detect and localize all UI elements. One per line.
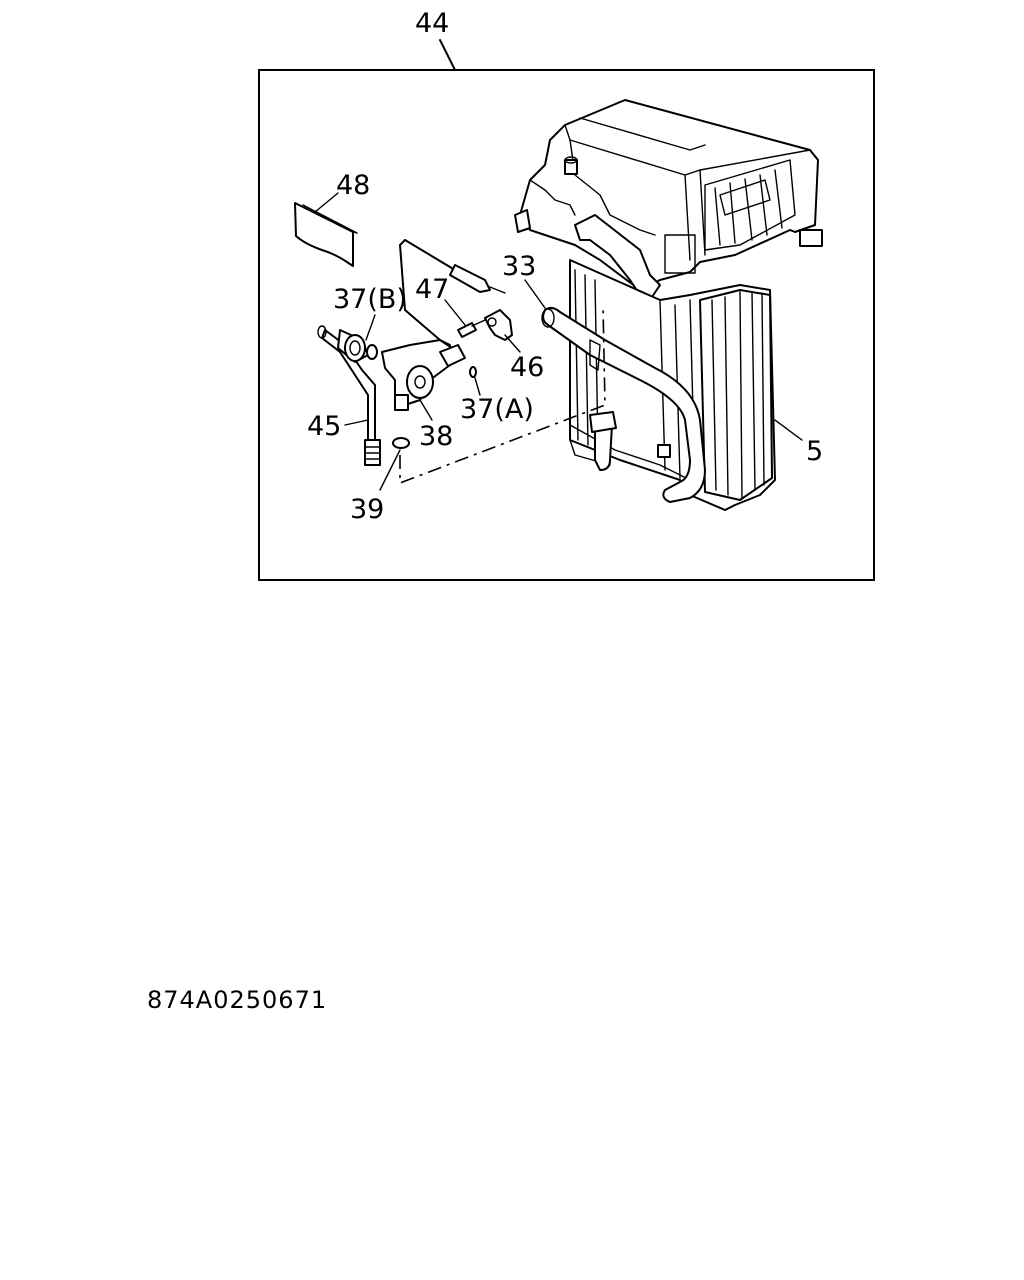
callout-44: 44 xyxy=(415,8,449,39)
callout-46: 46 xyxy=(510,352,544,383)
part-37b-oring xyxy=(344,314,378,362)
leader-37b xyxy=(365,314,376,341)
leader-5 xyxy=(774,419,803,441)
leader-44 xyxy=(439,39,456,71)
hvac-unit xyxy=(514,99,823,511)
callout-5: 5 xyxy=(806,436,823,467)
callout-47: 47 xyxy=(415,274,449,305)
part-37a-oring xyxy=(469,366,481,396)
drawing-code: 874A0250671 xyxy=(147,986,327,1014)
part-39-oring xyxy=(379,437,410,491)
leader-47 xyxy=(444,299,466,326)
leader-33 xyxy=(524,279,546,309)
assembly-line xyxy=(399,304,606,485)
callout-37a: 37(A) xyxy=(460,394,534,425)
callout-37b: 37(B) xyxy=(333,284,407,315)
callout-48: 48 xyxy=(336,170,370,201)
part-47-46-sensor xyxy=(399,239,521,353)
callout-45: 45 xyxy=(307,411,341,442)
leader-46 xyxy=(504,334,521,353)
leader-48 xyxy=(314,192,339,213)
part-33-hose xyxy=(524,279,706,503)
leader-39 xyxy=(379,449,401,491)
part-48-label xyxy=(294,192,358,267)
callout-39: 39 xyxy=(350,494,384,525)
leader-38 xyxy=(419,399,433,421)
leader-37a xyxy=(474,377,481,396)
callout-33: 33 xyxy=(502,251,536,282)
callout-38: 38 xyxy=(419,421,453,452)
leader-45 xyxy=(344,419,369,426)
part-38-expansion-valve xyxy=(381,339,466,421)
assembly-frame xyxy=(258,69,875,581)
